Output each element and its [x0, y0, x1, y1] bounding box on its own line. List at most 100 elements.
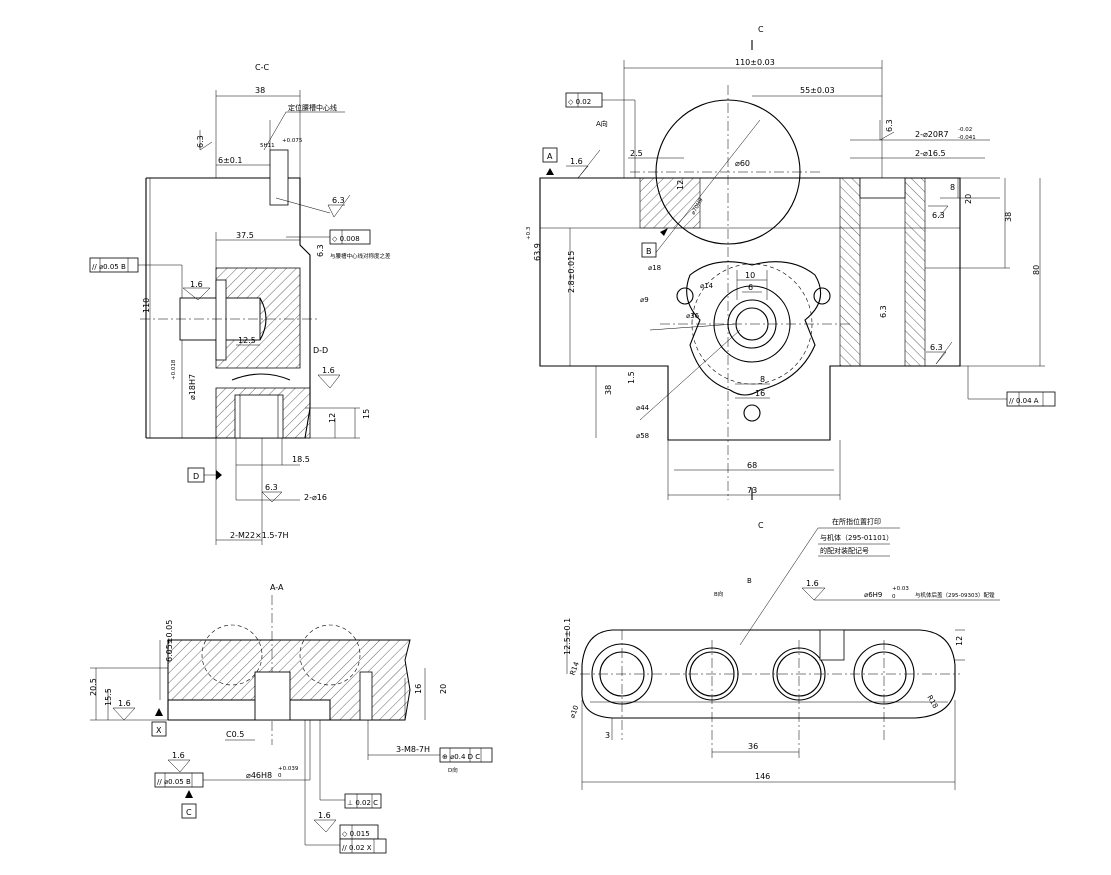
- aa-dim-16: 16: [414, 684, 423, 694]
- aa-tol-2: 0: [278, 773, 282, 779]
- aa-dim-20: 20: [439, 684, 448, 694]
- main-frame-flat: ◇ 0.02: [568, 98, 591, 106]
- main-dim-55: 55±0.03: [800, 86, 835, 95]
- view-aa: A-A 20.5 15.5 6.05±0.05 1.6 X 20 16 C0.5…: [89, 583, 493, 854]
- main-dim-20: 20: [964, 194, 973, 204]
- cc-rough-3: 6.3: [316, 244, 325, 257]
- main-rough-r2: 6.3: [932, 211, 945, 220]
- main-a-view: A向: [596, 119, 608, 128]
- main-rough-r4: 6.3: [879, 305, 888, 318]
- main-dim-12: 12: [676, 180, 685, 190]
- b-note-4: 与机体后盖（295-09303）配镗: [915, 591, 995, 599]
- b-note-1: 在所指位置打印: [832, 517, 881, 526]
- main-dim-38b: 38: [604, 385, 613, 395]
- main-dim-63-9: 63.9: [533, 243, 542, 261]
- aa-title: A-A: [270, 583, 284, 592]
- aa-tol-1: +0.039: [278, 766, 299, 772]
- main-c-top: C: [758, 25, 764, 34]
- cc-dim-12-5: 12.5: [238, 336, 256, 345]
- main-dim-16: 16: [755, 389, 765, 398]
- main-dim-2-5: 2.5: [630, 149, 643, 158]
- cc-tol-18: +0.018: [171, 359, 177, 380]
- aa-frame-parallel2: // 0.02 X: [342, 844, 372, 852]
- b-tol-2: 0: [892, 594, 896, 600]
- aa-rough-1: 1.6: [118, 699, 131, 708]
- aa-frame-perp: ⊥ 0.02 C: [347, 799, 378, 807]
- main-dim-6: 6: [748, 283, 753, 292]
- b-dim-12-5: 12.5±0.1: [563, 618, 572, 655]
- cc-title: C-C: [255, 63, 269, 72]
- main-dim-8: 8: [950, 183, 955, 192]
- cc-dim-15: 15: [362, 409, 371, 419]
- main-dim-2-8: 2.8±0.015: [567, 251, 576, 293]
- b-note-2: 与机体（295-01101）: [820, 533, 893, 542]
- cc-frame-flatness: ◇ 0.008: [332, 235, 360, 243]
- main-dim-10: 10: [745, 271, 755, 280]
- main-dim-68: 68: [747, 461, 757, 470]
- b-dim-10: ⌀10: [568, 704, 580, 719]
- main-rough-r1: 6.3: [885, 119, 894, 132]
- main-dim-2-20r7: 2-⌀20R7: [915, 130, 949, 139]
- main-flange: [686, 261, 822, 396]
- cc-dim-2-16: 18.5: [292, 455, 310, 464]
- main-dim-1-5: 1.5: [627, 371, 636, 384]
- cc-dim-12: 12: [328, 413, 337, 423]
- view-cc: C-C 38 6±0.1 5H11 +0.075 定位腰槽中心线 6.3 6.3: [89, 63, 391, 545]
- cc-frame-parallel: // ⌀0.05 B: [92, 263, 126, 271]
- main-dim-60: ⌀60: [735, 159, 750, 168]
- aa-dim-6-05: 6.05±0.05: [165, 620, 174, 662]
- cc-dim-110: 110: [142, 298, 151, 313]
- b-dim-3: 3: [605, 731, 610, 740]
- cc-dim-m22: 2-⌀16: [304, 493, 327, 502]
- cc-rough-2: 6.3: [196, 135, 205, 148]
- b-label: B向: [714, 590, 723, 598]
- view-b: B B向 在所指位置打印 与机体（295-01101） 的配对装配记号 1.6 …: [563, 517, 1000, 790]
- main-dim-18: ⌀18: [648, 264, 661, 272]
- aa-dim-15-5: 15.5: [104, 688, 113, 706]
- main-dim-9: ⌀9: [640, 296, 649, 304]
- main-datum-a: A: [547, 152, 553, 161]
- cc-tol: +0.075: [282, 138, 303, 144]
- cc-dim-37-5: 37.5: [236, 231, 254, 240]
- b-title: B: [747, 577, 752, 585]
- cc-dim-6: 6±0.1: [218, 156, 243, 165]
- main-tol-3: +0.3: [526, 226, 532, 240]
- aa-rough-2: 1.6: [172, 751, 185, 760]
- aa-datum-c: C: [186, 808, 192, 817]
- cc-rough-1: 6.3: [332, 196, 345, 205]
- main-rough-r3: 6.3: [930, 343, 943, 352]
- main-dim-44: ⌀44: [636, 404, 650, 412]
- main-datum-b: B: [646, 247, 652, 256]
- cc-dd: D-D: [313, 346, 328, 355]
- main-dim-110: 110±0.03: [735, 58, 775, 67]
- main-dim-58: ⌀58: [636, 432, 649, 440]
- main-frame-parallel: // 0.04 A: [1009, 397, 1039, 405]
- main-dim-2-16-5: 2-⌀16.5: [915, 149, 946, 158]
- cc-dim-18h7: ⌀18H7: [188, 374, 197, 400]
- cc-note-sym: 与腰槽中心线对称度之差: [330, 252, 391, 260]
- main-dim-38: 38: [1004, 212, 1013, 222]
- aa-dim-46h8: ⌀46H8: [246, 771, 272, 780]
- main-tol-1: -0.02: [958, 127, 972, 133]
- cc-rough-5: 1.6: [322, 366, 335, 375]
- main-rough-1: 1.6: [570, 157, 583, 166]
- aa-dim-c0-5: C0.5: [226, 730, 244, 739]
- b-outline: [581, 629, 956, 719]
- cc-note-5h11: 5H11: [260, 143, 275, 149]
- b-rough: 1.6: [806, 579, 819, 588]
- b-dim-r14: R14: [569, 660, 581, 676]
- aa-dim-3-m8: 3-M8-7H: [396, 745, 430, 754]
- b-note-3: 的配对装配记号: [820, 546, 869, 555]
- cc-note-center: 定位腰槽中心线: [288, 103, 337, 112]
- b-dim-6h9: ⌀6H9: [864, 591, 882, 599]
- aa-frame-parallel: // ⌀0.05 B: [157, 778, 191, 786]
- b-dim-36: 36: [748, 742, 758, 751]
- main-dim-80: 80: [1032, 265, 1041, 275]
- main-dim-14: ⌀14: [700, 282, 714, 290]
- view-main: C C 110±0.03 55±0.03: [526, 25, 1056, 530]
- main-tol-2: -0.041: [958, 135, 976, 141]
- main-c-bottom: C: [758, 521, 764, 530]
- main-dim-73: 73: [747, 486, 757, 495]
- main-dim-36: ⌀36: [686, 312, 700, 320]
